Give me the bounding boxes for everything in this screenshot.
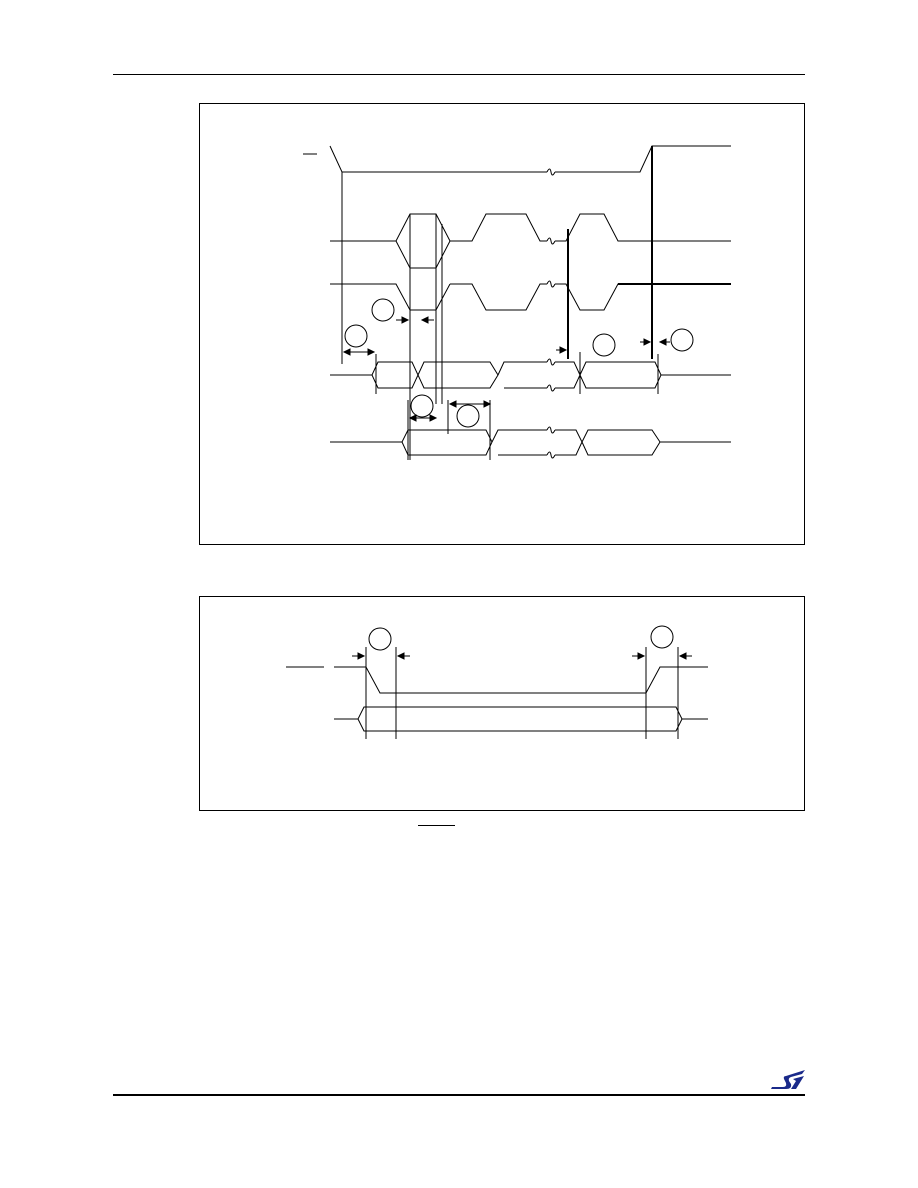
arrow-head [396,652,405,660]
arrow-head [637,652,646,660]
break-mark [546,358,556,392]
address-a-seg2 [450,213,547,242]
data-in-bus-seg2 [491,429,547,443]
break-mark [546,280,556,288]
data-out-bus-seg4 [555,361,581,389]
data-out-bus-seg2 [417,361,499,389]
arrow-head [342,348,351,356]
arrow-head [429,414,438,422]
chip-enable-waveform-rise [555,145,731,173]
data-in-bus-seg3 [555,429,583,456]
data-bus-upper [334,706,708,720]
address-a-waveform-low [395,240,451,269]
read-timing-figure [199,103,805,545]
break-mark [546,237,556,245]
address-a-seg3 [555,213,731,242]
break-mark [546,426,556,459]
arrow-head [420,316,429,324]
arrow-head [448,400,457,408]
timing-marker [371,298,395,322]
timing-marker [410,394,434,418]
standby-timing-figure [199,596,805,811]
arrow-head [357,652,366,660]
st-logo-icon [771,1070,805,1089]
caption-overbar [418,825,455,826]
standby-timing-diagram [286,625,708,739]
arrow-head [401,316,410,324]
data-in-bus-seg4 [581,429,661,456]
timing-marker [344,324,368,348]
enable-waveform [334,666,708,694]
arrow-head [678,652,687,660]
address-b-seg3 [555,283,731,311]
timing-marker [650,625,674,649]
data-out-bus-seg5 [579,361,662,389]
address-b-seg2 [450,283,547,311]
timing-marker [592,333,616,357]
header-rule [113,74,805,75]
arrow-head [559,346,568,354]
timing-marker [670,328,694,352]
address-b-waveform [330,283,451,311]
arrow-head [408,414,417,422]
address-a-waveform [330,213,451,242]
data-bus-lower [357,718,683,732]
timing-marker [456,404,480,428]
arrow-head [658,338,667,346]
data-out-bus-seg3 [497,361,547,376]
chip-enable-waveform [329,145,547,173]
data-in-bus [330,429,493,456]
timing-marker [368,627,392,651]
arrow-head [643,338,652,346]
read-timing-diagram [303,145,731,460]
arrow-head [367,348,376,356]
data-out-bus [330,361,419,389]
arrow-head [483,400,492,408]
footer-rule [113,1094,805,1096]
break-mark [546,168,556,176]
